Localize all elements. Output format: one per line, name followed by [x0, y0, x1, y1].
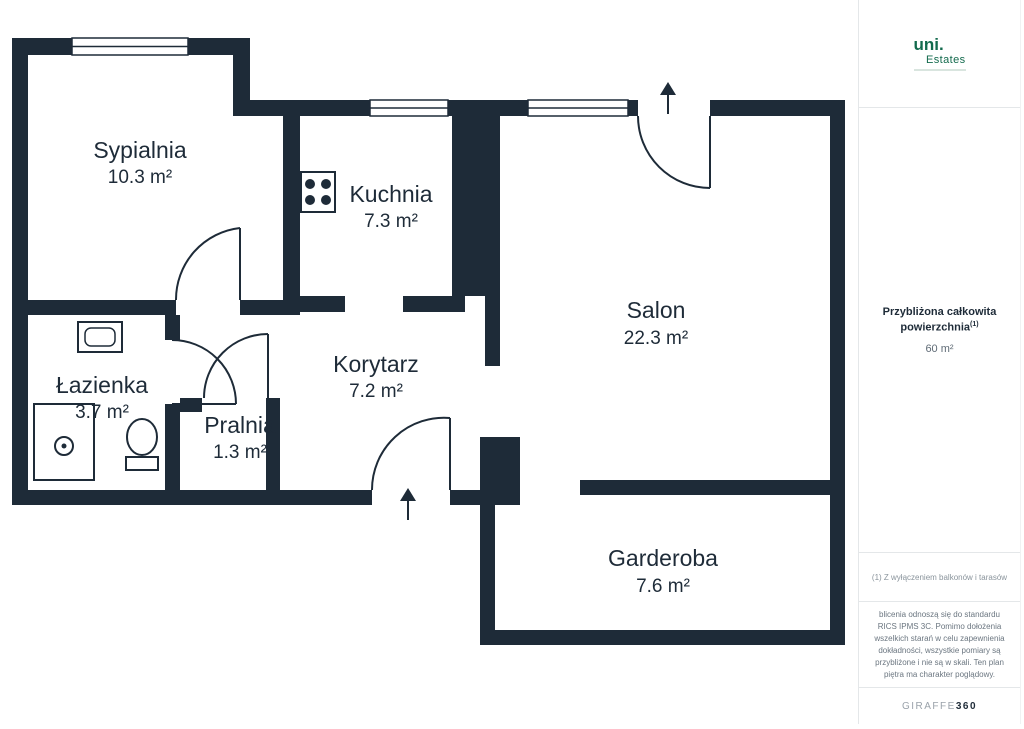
room-label-sypialnia: Sypialnia: [93, 137, 187, 163]
room-area-korytarz: 7.2 m²: [349, 381, 403, 402]
footnote-section: (1) Z wyłączeniem balkonów i tarasów: [859, 553, 1020, 602]
room-area-salon: 22.3 m²: [624, 328, 688, 349]
entrance-arrows: [400, 82, 676, 520]
room-label-garderoba: Garderoba: [608, 545, 718, 571]
wall-segment: [485, 296, 500, 366]
total-area-title-line1: Przybliżona całkowita: [882, 305, 997, 318]
room-label-salon: Salon: [627, 297, 686, 323]
floorplan-svg: Sypialnia 10.3 m² Kuchnia 7.3 m² Salon 2…: [12, 37, 845, 645]
wall-segment: [480, 505, 495, 635]
total-area-title: Przybliżona całkowita powierzchnia(1): [883, 305, 997, 336]
total-area-value: 60 m²: [925, 343, 954, 356]
wall-segment: [12, 38, 28, 505]
door-gap: [638, 100, 710, 116]
total-area-title-line2: powierzchnia: [900, 321, 971, 334]
wall-segment: [480, 630, 845, 645]
room-area-lazienka: 3.7 m²: [75, 402, 129, 423]
shower-icon: [33, 403, 95, 481]
room-area-sypialnia: 10.3 m²: [108, 167, 172, 188]
logo-section: uni. Estates: [859, 0, 1020, 108]
room-area-pralnia: 1.3 m²: [213, 442, 267, 463]
fixtures: [33, 171, 336, 481]
arrow-up-icon: [660, 82, 676, 95]
room-labels: Sypialnia 10.3 m² Kuchnia 7.3 m² Salon 2…: [56, 137, 718, 597]
door-arc-bedroom: [174, 227, 241, 301]
disclaimer-text: blicenia odnoszą się do standardu RICS I…: [874, 609, 1005, 679]
disclaimer-section: blicenia odnoszą się do standardu RICS I…: [859, 602, 1020, 688]
wall-segment: [480, 437, 520, 497]
door-gap: [165, 340, 180, 404]
room-label-korytarz: Korytarz: [333, 351, 419, 377]
giraffe360-name: GIRAFFE: [901, 700, 956, 712]
wall-segment: [403, 296, 465, 312]
stove-icon: [300, 171, 336, 213]
logo-brand-text: uni.: [913, 35, 944, 54]
wall-segment: [12, 490, 372, 505]
doors: [171, 115, 711, 491]
logo-sub-text: Estates: [926, 54, 966, 66]
room-area-garderoba: 7.6 m²: [636, 576, 690, 597]
giraffe360-suffix: 360: [955, 700, 978, 712]
door-arc-entrance-bottom: [370, 416, 451, 491]
wall-segment: [283, 296, 345, 312]
door-openings: [165, 100, 710, 505]
arrow-up-icon: [400, 488, 416, 501]
wall-segment: [452, 116, 500, 296]
floorplan: Sypialnia 10.3 m² Kuchnia 7.3 m² Salon 2…: [12, 37, 845, 645]
room-label-lazienka: Łazienka: [56, 372, 148, 398]
door-arc-entrance-top: [637, 115, 711, 189]
sink-icon: [77, 321, 123, 353]
wall-segment: [580, 480, 830, 495]
door-gap: [176, 300, 240, 315]
door-arc-laundry: [203, 333, 269, 399]
wall-segment: [830, 100, 845, 645]
walls: [12, 38, 845, 645]
wall-segment: [12, 300, 300, 315]
footnote-marker: (1): [970, 321, 979, 329]
total-area-section: Przybliżona całkowita powierzchnia(1) 60…: [859, 108, 1020, 553]
wall-segment: [266, 398, 280, 490]
room-label-pralnia: Pralnia: [204, 412, 276, 438]
room-area-kuchnia: 7.3 m²: [364, 211, 418, 232]
info-sidebar: uni. Estates Przybliżona całkowita powie…: [858, 0, 1021, 724]
wall-segment: [233, 38, 250, 116]
toilet-icon: [125, 418, 159, 471]
windows: [71, 37, 629, 117]
wall-segment: [283, 100, 300, 312]
room-label-kuchnia: Kuchnia: [349, 181, 432, 207]
footnote-text: (1) Z wyłączeniem balkonów i tarasów: [871, 572, 1008, 582]
uni-estates-logo: uni. Estates: [913, 35, 966, 71]
logo-tagline-line: [913, 69, 966, 71]
